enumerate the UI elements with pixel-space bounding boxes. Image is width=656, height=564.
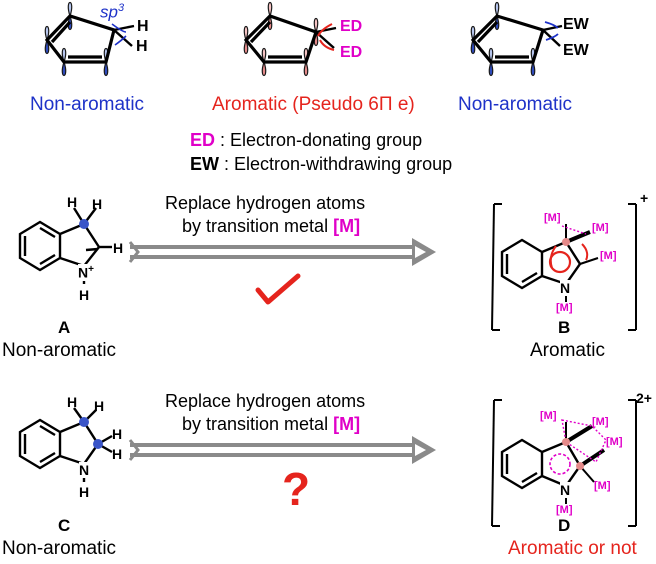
- atom-h-c3: H: [112, 426, 123, 442]
- check-mark-icon: [255, 273, 301, 305]
- caption-b: Aromatic: [530, 340, 605, 361]
- h-atom-bottom: H: [136, 38, 148, 55]
- ew-group-top: EW: [563, 16, 589, 33]
- ed-group-top: ED: [340, 18, 363, 35]
- ew-group-bottom: EW: [563, 42, 589, 59]
- label-d: D: [558, 516, 571, 535]
- ed-group-bottom: ED: [340, 44, 363, 61]
- molecule-A: [18, 207, 112, 284]
- legend-ew-text: : Electron-withdrawing group: [219, 154, 453, 174]
- caption-c: Non-aromatic: [2, 538, 117, 559]
- atom-h-a1: H: [67, 194, 78, 210]
- legend-ew: EW : Electron-withdrawing group: [190, 154, 452, 175]
- molecule-C: [18, 407, 113, 482]
- atom-n-b: N: [560, 280, 571, 296]
- atom-n-c: N: [79, 462, 90, 478]
- arrow-c-line2: by transition metal [M]: [182, 414, 361, 434]
- caption-top-middle: Aromatic (Pseudo 6Π e): [212, 94, 415, 115]
- metal-d2: [M]: [592, 416, 609, 428]
- arrow-a-line1: Replace hydrogen atoms: [165, 193, 366, 213]
- label-b: B: [558, 318, 571, 337]
- label-c: C: [58, 516, 71, 535]
- atom-h-a4: H: [79, 287, 90, 303]
- legend-ew-abbr: EW: [190, 154, 219, 174]
- p-orbitals-middle: [243, 1, 319, 77]
- metal-b4: [M]: [556, 302, 573, 314]
- molecule-B: [491, 203, 637, 331]
- reaction-arrow-A: [128, 238, 436, 266]
- caption-top-left: Non-aromatic: [30, 94, 145, 115]
- atom-h-a2: H: [92, 196, 103, 212]
- atom-n-d: N: [560, 482, 571, 498]
- metal-d3: [M]: [606, 436, 623, 448]
- caption-d: Aromatic or not: [508, 538, 637, 559]
- reaction-arrow-C: [128, 436, 436, 464]
- metal-d5: [M]: [556, 504, 573, 516]
- atom-h-c1: H: [67, 394, 78, 410]
- atom-h-c2: H: [94, 398, 105, 414]
- label-a: A: [58, 318, 71, 337]
- charge-d: 2+: [636, 390, 652, 406]
- p-orbitals-left: [44, 1, 109, 77]
- h-atom-top: H: [137, 18, 149, 35]
- atom-h-c4: H: [112, 446, 123, 462]
- question-mark-icon: ?: [282, 463, 311, 515]
- cyclopentadiene-ed: [243, 1, 337, 77]
- sp3-label: sp3: [100, 2, 125, 22]
- legend-ed: ED : Electron-donating group: [190, 130, 422, 151]
- metal-b3: [M]: [600, 250, 617, 262]
- caption-a: Non-aromatic: [2, 340, 117, 361]
- legend-ed-abbr: ED: [190, 130, 216, 150]
- metal-d1: [M]: [540, 410, 557, 422]
- legend-ed-text: : Electron-donating group: [215, 130, 423, 150]
- atom-h-a3: H: [113, 240, 124, 256]
- cyclopentadiene-sp3: [44, 1, 135, 77]
- atom-n-a: N+: [78, 264, 94, 281]
- arrow-c-line1: Replace hydrogen atoms: [165, 391, 366, 411]
- metal-b1: [M]: [544, 212, 561, 224]
- atom-h-c5: H: [79, 484, 90, 500]
- arrow-a-line2: by transition metal [M]: [182, 216, 361, 236]
- cyclopentadiene-ew: [470, 1, 563, 77]
- charge-b: +: [640, 190, 649, 206]
- metal-d4: [M]: [594, 480, 611, 492]
- metal-b2: [M]: [592, 222, 609, 234]
- molecule-D: [491, 399, 637, 527]
- caption-top-right: Non-aromatic: [458, 94, 573, 115]
